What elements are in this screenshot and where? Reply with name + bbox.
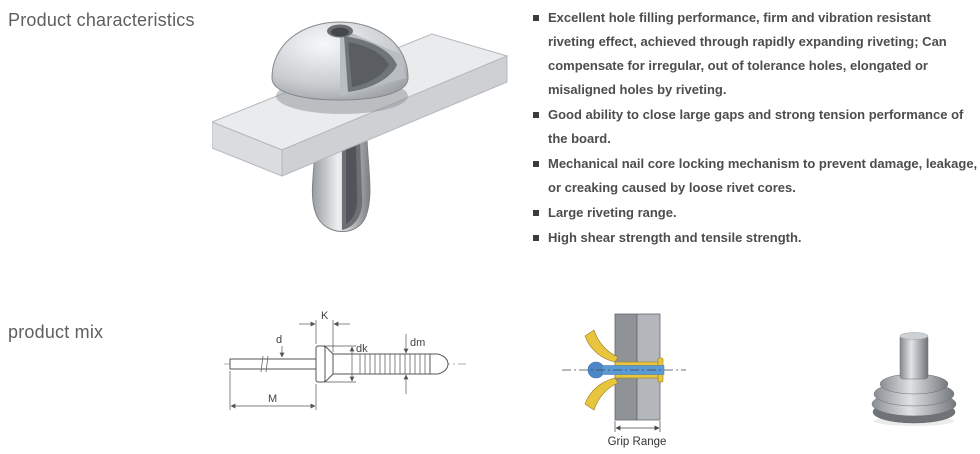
bullet-text: High shear strength and tensile strength… (548, 230, 802, 245)
dimension-drawing-svg: d K dk dm (224, 310, 466, 410)
list-item: Excellent hole filling performance, firm… (532, 6, 978, 102)
characteristics-list: Excellent hole filling performance, firm… (532, 6, 978, 251)
list-item: Large riveting range. (532, 201, 978, 225)
bullet-square-icon (533, 210, 539, 216)
bullet-square-icon (533, 235, 539, 241)
bullet-text: Good ability to close large gaps and str… (548, 107, 964, 146)
list-item: Mechanical nail core locking mechanism t… (532, 152, 978, 200)
list-item: Good ability to close large gaps and str… (532, 103, 978, 151)
rivet-outline (229, 344, 449, 384)
grip-range-dimension (614, 421, 661, 432)
dimension-label-M: M (268, 393, 277, 405)
bullet-square-icon (533, 112, 539, 118)
dimension-label-dm: dm (410, 337, 425, 349)
grip-range-svg: Grip Range (562, 313, 686, 448)
bullet-square-icon (533, 161, 539, 167)
rivet-body (311, 137, 371, 232)
product-mix-title: product mix (8, 322, 104, 342)
characteristics-title: Product characteristics (8, 10, 195, 30)
rivet-cutaway-illustration (212, 0, 512, 262)
rivet-cutaway-svg (212, 21, 509, 232)
bullet-square-icon (533, 15, 539, 21)
bullet-text: Mechanical nail core locking mechanism t… (548, 156, 978, 195)
rivet-product-photo (856, 328, 970, 432)
dimension-label-d: d (276, 334, 282, 346)
dimension-K (299, 320, 350, 352)
photo-shapes (871, 332, 957, 426)
grip-range-diagram: Grip Range (558, 308, 690, 450)
bullet-text: Excellent hole filling performance, firm… (548, 10, 947, 97)
rivet-photo-svg (871, 332, 957, 426)
bullet-text: Large riveting range. (548, 205, 677, 220)
dimension-label-dk: dk (356, 343, 368, 355)
rivet-dome-head (271, 21, 409, 101)
dimension-label-K: K (321, 310, 329, 322)
list-item: High shear strength and tensile strength… (532, 226, 978, 250)
dimension-dm (403, 334, 409, 394)
stem-break-marks (260, 355, 269, 373)
dimension-M (229, 371, 317, 410)
rivet-dimension-drawing: d K dk dm (220, 306, 482, 424)
dimension-dk (326, 345, 356, 383)
body-serrations (359, 354, 426, 374)
grip-range-label: Grip Range (608, 436, 667, 448)
